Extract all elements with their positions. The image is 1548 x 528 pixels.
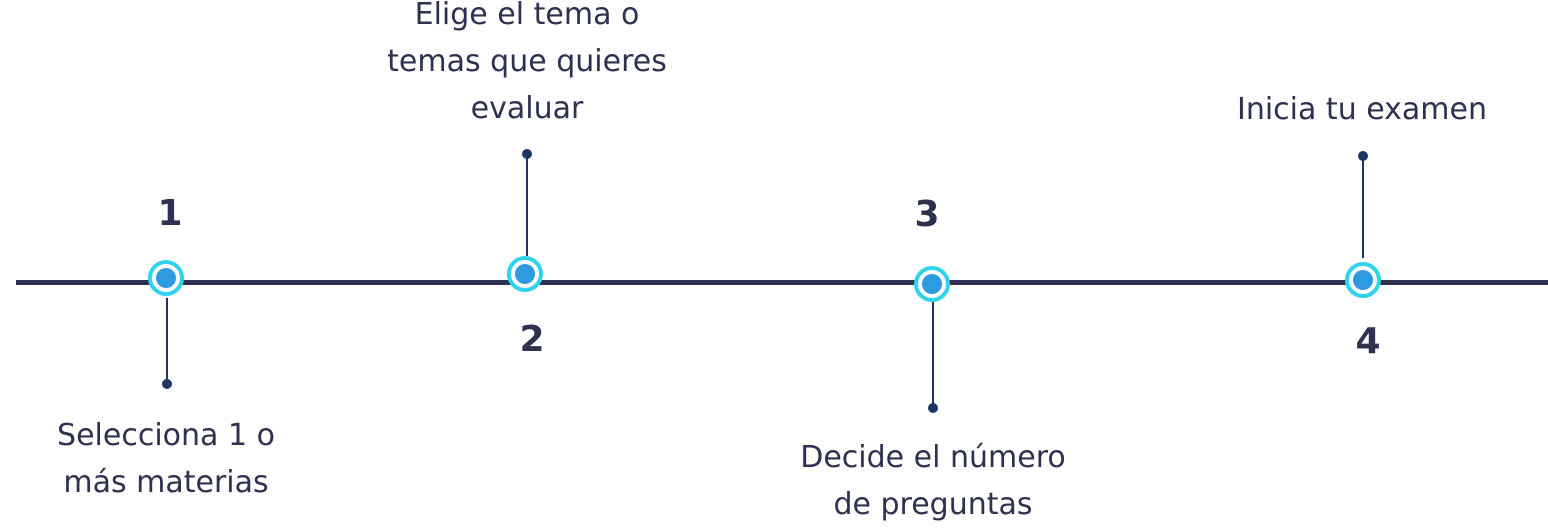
step-2-connector-dot	[522, 149, 532, 159]
step-1-connector	[166, 298, 168, 382]
step-2-node	[507, 256, 543, 292]
step-4-node-center	[1353, 270, 1373, 290]
step-3-node-center	[922, 274, 942, 294]
step-1-text: Selecciona 1 o más materias	[57, 418, 275, 500]
step-2-text: Elige el tema o temas que quieres evalua…	[387, 0, 667, 126]
step-2-node-center	[515, 264, 535, 284]
step-1-node-center	[156, 268, 176, 288]
step-2-number: 2	[519, 319, 545, 360]
step-2-connector	[526, 156, 528, 256]
step-3-connector-dot	[928, 403, 938, 413]
step-4-node	[1345, 262, 1381, 298]
step-3-text: Decide el número de preguntas	[800, 440, 1066, 522]
step-3-connector	[932, 302, 934, 406]
step-1-number: 1	[157, 193, 183, 234]
step-1-node	[148, 260, 184, 296]
timeline-axis	[16, 280, 1548, 285]
step-4-connector	[1362, 158, 1364, 258]
step-4-number: 4	[1355, 321, 1381, 362]
step-3-number: 3	[914, 194, 940, 235]
step-3-node	[914, 266, 950, 302]
step-1-connector-dot	[162, 379, 172, 389]
step-4-text: Inicia tu examen	[1236, 92, 1488, 127]
step-4-connector-dot	[1358, 151, 1368, 161]
